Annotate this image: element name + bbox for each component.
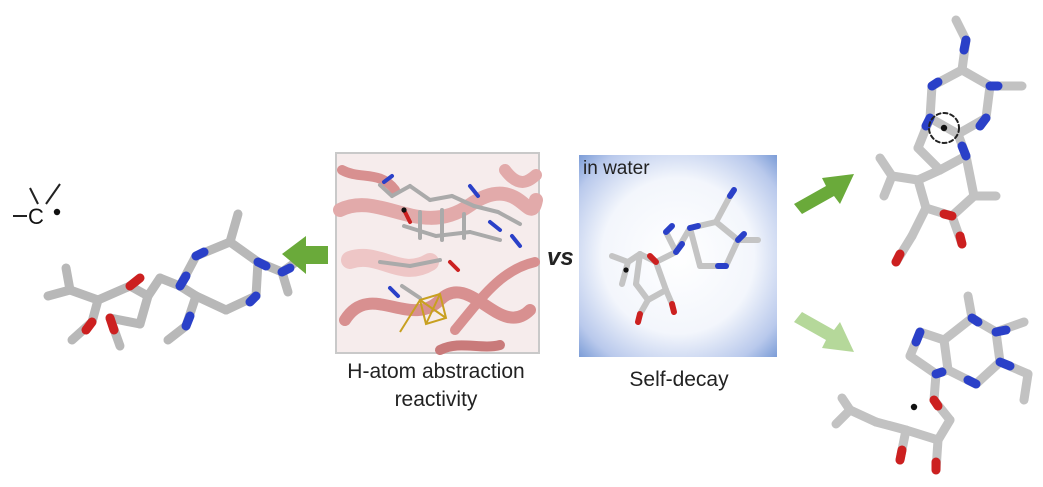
radical-dot-icon [401, 207, 407, 213]
enzyme-caption: H-atom abstraction reactivity [316, 358, 556, 414]
radical-dot-icon [53, 208, 61, 216]
radical-dot-icon [623, 267, 629, 273]
radical-carbon-symbol [13, 183, 61, 217]
reaction-arrow-icon [282, 236, 328, 274]
top-right-product-molecule [875, 15, 1027, 267]
water-environment-image [579, 155, 777, 357]
reaction-arrow-icon [794, 312, 854, 352]
in-water-label: in water [583, 158, 650, 179]
enzyme-active-site-image [333, 152, 543, 355]
enzyme-caption-line1: H-atom abstraction [347, 360, 525, 383]
enzyme-caption-line2: reactivity [394, 388, 478, 411]
left-product-molecule [43, 209, 301, 351]
bottom-right-product-molecule [831, 291, 1033, 475]
reaction-arrow-icon [794, 174, 854, 214]
radical-carbon-label: C [28, 204, 44, 229]
radical-dot-icon [910, 403, 918, 411]
self-decay-caption: Self-decay [629, 368, 729, 391]
radical-dot-icon [940, 124, 948, 132]
versus-label: vs [547, 244, 574, 271]
